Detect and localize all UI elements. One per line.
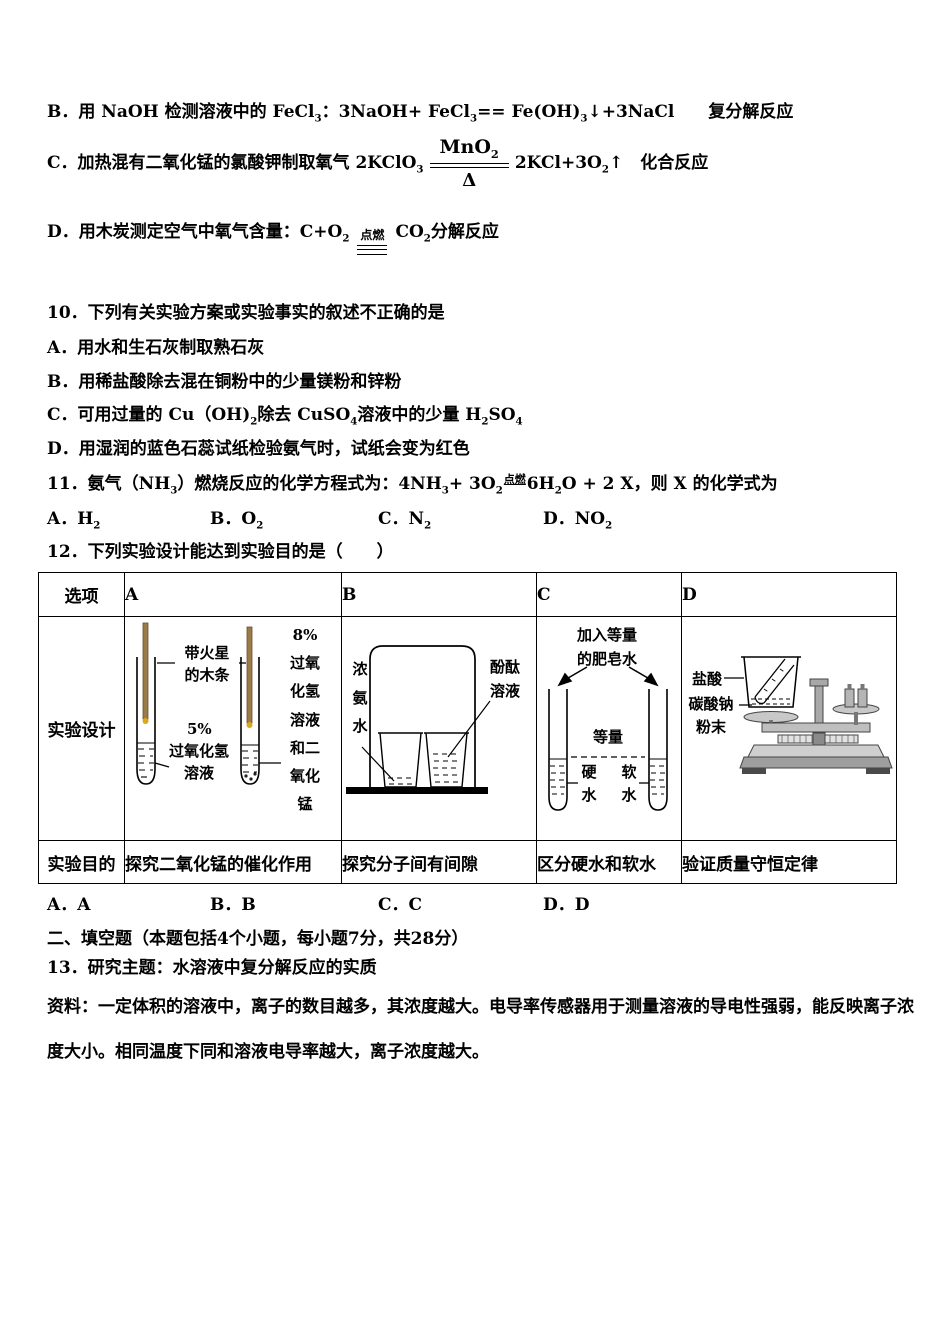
option-d-prefix: D．用木炭测定空气中氧气含量：C+O2 <box>47 222 350 245</box>
pour-arrows <box>557 666 659 687</box>
purpose-d: 验证质量守恒定律 <box>681 840 897 884</box>
table-header-a: A <box>124 572 342 617</box>
option-d-suffix: CO2分解反应 <box>395 222 499 245</box>
label-phenolphthalein: 酚酞 溶液 <box>489 658 520 700</box>
design-d-diagram: 盐酸 碳酸钠 粉末 <box>682 617 896 840</box>
question-12-option-c: C．C <box>378 895 423 915</box>
design-d-drawing <box>724 656 893 774</box>
inverted-jar <box>369 645 476 787</box>
condition-ignite: 点燃 <box>357 228 388 246</box>
test-tube-soft <box>648 689 668 811</box>
experiment-design-d: 盐酸 碳酸钠 粉末 <box>681 616 897 841</box>
purpose-c: 区分硬水和软水 <box>536 840 682 884</box>
question-11-option-a: A．H2 <box>47 509 101 532</box>
double-bar <box>357 248 388 255</box>
question-10-option-a: A．用水和生石灰制取熟石灰 <box>47 338 265 358</box>
design-b-drawing <box>346 645 491 794</box>
test-tube-hard <box>548 689 568 811</box>
section-2-heading: 二、填空题（本题包括4个小题，每小题7分，共28分） <box>47 929 469 949</box>
label-hydrochloric-acid: 盐酸 <box>692 670 723 688</box>
table-header-row: 选项 A B C D <box>38 572 897 617</box>
mno2-particles <box>244 772 257 781</box>
label-sodium-carbonate-powder: 碳酸钠 粉末 <box>688 695 734 736</box>
base-plate <box>346 787 488 794</box>
table-header-d: D <box>681 572 897 617</box>
question-11-stem: 11．氨气（NH3）燃烧反应的化学方程式为：4NH3+ 3O2点燃6H2O + … <box>47 473 778 497</box>
option-d-equation-line: D．用木炭测定空气中氧气含量：C+O2 点燃 CO2分解反应 <box>47 221 499 255</box>
label-glowing-splint: 带火星 的木条 <box>184 644 230 684</box>
design-a-drawing <box>136 622 281 785</box>
label-pointer-lines <box>724 677 752 706</box>
condition-mno2: MnO2 <box>429 136 509 165</box>
question-11-option-d: D．NO2 <box>543 509 613 532</box>
label-peroxide-solution: 过氧化氢 溶液 <box>168 742 229 782</box>
balance-scale <box>739 678 893 774</box>
experiment-design-a: 带火星 的木条 5% 过氧化氢 溶液 8% 过氧 化氢 溶液 和二 氧化 锰 <box>124 616 342 841</box>
label-peroxide-mno2: 8% 过氧 化氢 溶液 和二 氧化 锰 <box>289 626 320 814</box>
wooden-splint-right <box>246 626 253 728</box>
reaction-beaker <box>741 656 801 708</box>
purpose-b: 探究分子间有间隙 <box>341 840 537 884</box>
purpose-a: 探究二氧化锰的催化作用 <box>124 840 342 884</box>
design-c-diagram: 加入等量 的肥皂水 等量 硬 水 软 水 <box>537 617 681 840</box>
label-ammonia-water: 浓 氨 水 <box>352 660 368 735</box>
test-tube-left <box>136 657 156 785</box>
table-header-option: 选项 <box>38 572 125 617</box>
tilted-test-tube <box>754 658 795 705</box>
question-13-title: 13．研究主题：水溶液中复分解反应的实质 <box>47 958 377 978</box>
experiment-design-b: 浓 氨 水 酚酞 溶液 <box>341 616 537 841</box>
experiment-table: 选项 A B C D 实验设计 <box>38 572 897 884</box>
table-design-row: 实验设计 <box>38 616 897 841</box>
ignite-condition-bar: 点燃 <box>357 228 388 255</box>
beaker-left <box>378 732 423 788</box>
table-purpose-row: 实验目的 探究二氧化锰的催化作用 探究分子间有间隙 区分硬水和软水 验证质量守恒… <box>38 840 897 884</box>
option-c-suffix: 2KCl+3O2↑ 化合反应 <box>514 153 709 176</box>
question-12-option-d: D．D <box>543 895 590 915</box>
design-c-drawing <box>548 666 668 811</box>
question-10-option-c: C．可用过量的 Cu（OH)2除去 CuSO4溶液中的少量 H2SO4 <box>47 405 523 428</box>
design-b-diagram: 浓 氨 水 酚酞 溶液 <box>342 617 536 840</box>
table-header-c: C <box>536 572 682 617</box>
label-soap-water: 加入等量 的肥皂水 <box>576 626 637 668</box>
beaker-right <box>424 732 469 788</box>
test-tube-right <box>240 657 260 785</box>
label-pointer-lines <box>154 662 281 768</box>
label-soft-water: 软 水 <box>621 763 637 804</box>
question-12-option-a: A．A <box>47 895 91 915</box>
option-b-equation-line: B．用 NaOH 检测溶液中的 FeCl3：3NaOH+ FeCl3== Fe(… <box>47 102 794 125</box>
condition-delta: Δ <box>429 166 509 192</box>
design-a-diagram: 带火星 的木条 5% 过氧化氢 溶液 8% 过氧 化氢 溶液 和二 氧化 锰 <box>125 617 341 840</box>
question-12-option-b: B．B <box>210 895 256 915</box>
table-header-b: B <box>341 572 537 617</box>
label-hard-water: 硬 水 <box>581 763 597 804</box>
question-11-option-b: B．O2 <box>210 509 264 532</box>
row-label-design: 实验设计 <box>38 616 125 841</box>
option-c-prefix: C．加热混有二氧化锰的氯酸钾制取氧气 2KClO3 <box>47 153 424 176</box>
question-11-option-c: C．N2 <box>378 509 432 532</box>
label-5-percent: 5% <box>187 720 212 738</box>
question-10-option-b: B．用稀盐酸除去混在铜粉中的少量镁粉和锌粉 <box>47 372 402 392</box>
question-10-stem: 10．下列有关实验方案或实验事实的叙述不正确的是 <box>47 303 445 323</box>
question-13-material: 资料：一定体积的溶液中，离子的数目越多，其浓度越大。电导率传感器用于测量溶液的导… <box>47 997 914 1062</box>
label-equal-amount: 等量 <box>593 728 624 746</box>
wooden-splint-left <box>142 622 149 724</box>
label-pointer-lines <box>361 700 491 782</box>
row-label-purpose: 实验目的 <box>38 840 125 884</box>
question-12-stem: 12．下列实验设计能达到实验目的是（ ） <box>47 542 394 562</box>
experiment-design-c: 加入等量 的肥皂水 等量 硬 水 软 水 <box>536 616 682 841</box>
question-10-option-d: D．用湿润的蓝色石蕊试纸检验氨气时，试纸会变为红色 <box>47 439 470 459</box>
